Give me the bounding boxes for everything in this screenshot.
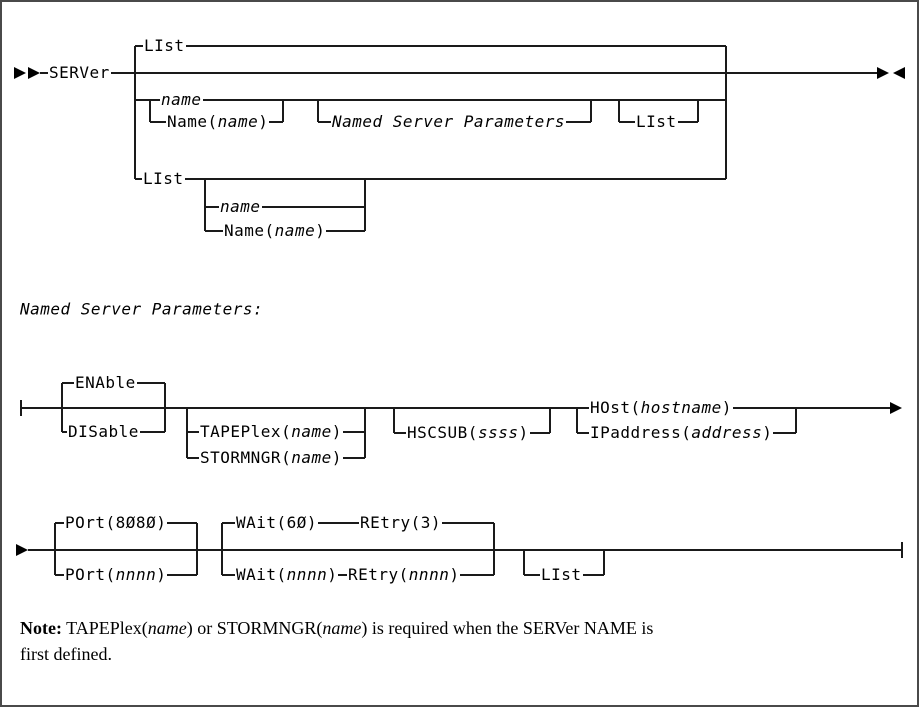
continue-arrow-icon (890, 402, 902, 414)
start-arrow-icon (28, 67, 40, 79)
keyword-wait-var: WAit(nnnn) (235, 565, 339, 585)
keyword-retry-var: REtry(nnnn) (347, 565, 461, 585)
continue-arrow-icon (16, 544, 28, 556)
keyword-list-default: LIst (143, 36, 186, 56)
keyword-ipaddress: IPaddress(address) (589, 423, 774, 443)
keyword-wait-default: WAit(6Ø) (235, 513, 319, 533)
note-text-line2: first defined. (20, 644, 112, 664)
end-arrow-icon (893, 67, 905, 79)
keyword-port-default: POrt(8Ø8Ø) (64, 513, 168, 533)
keyword-disable: DISable (67, 422, 140, 442)
note-block: Note: TAPEPlex(name) or STORMNGR(name) i… (20, 615, 850, 667)
keyword-stormngr: STORMNGR(name) (199, 448, 343, 468)
keyword-host: HOst(hostname) (589, 398, 733, 418)
end-arrow-icon (877, 67, 889, 79)
keyword-name: Name(name) (166, 112, 270, 132)
keyword-list-branch: LIst (142, 169, 185, 189)
note-text-line1: TAPEPlex(name) or STORMNGR(name) is requ… (61, 618, 654, 638)
start-arrow-icon (14, 67, 26, 79)
note-label: Note: (20, 618, 62, 638)
keyword-port-var: POrt(nnnn) (64, 565, 168, 585)
keyword-hscsub: HSCSUB(ssss) (406, 423, 530, 443)
keyword-tapeplex: TAPEPlex(name) (199, 422, 343, 442)
variable-name: name (219, 197, 262, 217)
keyword-retry-default: REtry(3) (359, 513, 443, 533)
keyword-list-optional: LIst (635, 112, 678, 132)
variable-name: name (160, 90, 203, 110)
fragment-heading: Named Server Parameters: (20, 299, 264, 319)
keyword-name: Name(name) (223, 221, 327, 241)
fragment-reference: Named Server Parameters (331, 112, 567, 132)
keyword-list-optional: LIst (540, 565, 583, 585)
keyword-server: SERVer (48, 63, 111, 83)
keyword-enable: ENAble (74, 373, 137, 393)
